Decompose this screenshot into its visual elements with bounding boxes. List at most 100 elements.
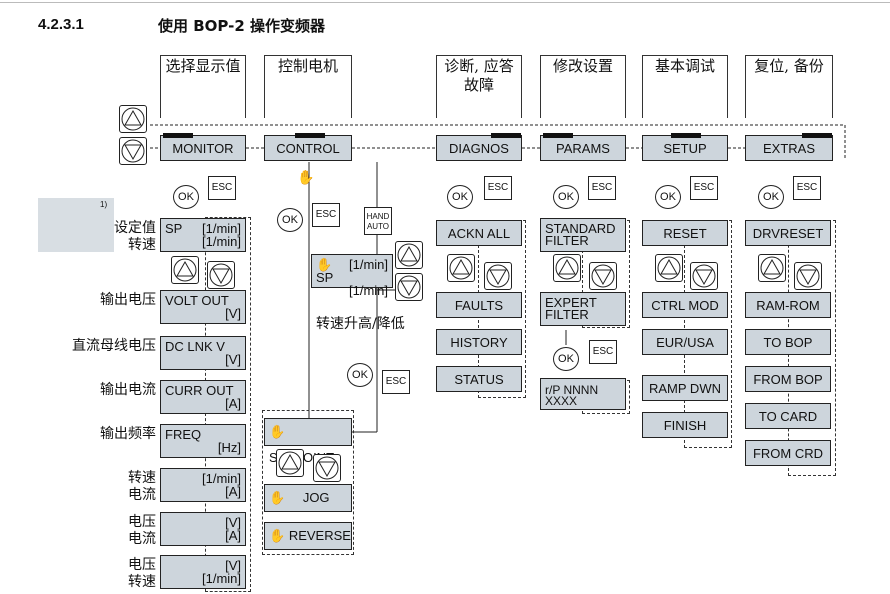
extras-item-label: TO BOP <box>763 335 813 350</box>
ok-key[interactable]: OK <box>447 185 473 209</box>
setup-item[interactable]: EUR/USA <box>642 329 728 355</box>
monitor-item[interactable]: FREQ[Hz] <box>160 424 246 458</box>
monitor-item[interactable]: [1/min][A] <box>160 468 246 502</box>
control-item-reverse[interactable]: ✋ REVERSE <box>264 522 352 550</box>
monitor-item-unit: [A] <box>225 528 241 543</box>
down-arrow-key[interactable] <box>395 273 423 301</box>
monitor-item[interactable]: [V][1/min] <box>160 555 246 589</box>
extras-item[interactable]: RAM-ROM <box>745 292 831 318</box>
diagnos-item[interactable]: FAULTS <box>436 292 522 318</box>
monitor-item-unit: [A] <box>225 396 241 411</box>
highlight-tag <box>38 198 114 252</box>
monitor-row: [A] <box>161 397 245 410</box>
monitor-row: [1/min] <box>161 472 245 485</box>
up-arrow-key[interactable] <box>276 449 304 477</box>
extras-item[interactable]: TO BOP <box>745 329 831 355</box>
up-arrow-key[interactable] <box>447 254 475 282</box>
monitor-row: [V] <box>161 307 245 320</box>
monitor-item-unit: [Hz] <box>217 440 241 455</box>
setup-item[interactable]: FINISH <box>642 412 728 438</box>
down-arrow-key[interactable] <box>207 261 235 289</box>
diagnos-item-label: FAULTS <box>454 298 504 313</box>
diagnos-item[interactable]: ACKN ALL <box>436 220 522 246</box>
setup-item[interactable]: RESET <box>642 220 728 246</box>
extras-item-label: DRVRESET <box>752 226 824 241</box>
extras-item[interactable]: FROM CRD <box>745 440 831 466</box>
down-triangle-icon <box>209 263 233 287</box>
monitor-item-unit: [V] <box>225 352 241 367</box>
params-item-label: EXPERT FILTER <box>545 295 597 322</box>
monitor-item[interactable]: CURR OUT[A] <box>160 380 246 414</box>
monitor-value-label: 输出电压 <box>100 292 156 308</box>
params-item-expert[interactable]: EXPERT FILTER <box>540 292 626 326</box>
esc-key[interactable]: ESC <box>690 176 718 200</box>
monitor-item-name: VOLT OUT <box>165 293 229 308</box>
up-triangle-icon <box>555 256 579 280</box>
ok-key[interactable]: OK <box>347 363 373 387</box>
extras-item[interactable]: DRVRESET <box>745 220 831 246</box>
up-arrow-key[interactable] <box>655 254 683 282</box>
params-item-standard[interactable]: STANDARD FILTER <box>540 218 626 252</box>
menu-diagnos[interactable]: DIAGNOS <box>436 133 522 161</box>
control-item-setpoint[interactable]: ✋ SETPOINT <box>264 418 352 465</box>
esc-key[interactable]: ESC <box>589 340 617 364</box>
section-number: 4.2.3.1 <box>38 16 84 33</box>
monitor-item[interactable]: SP[1/min][1/min] <box>160 218 246 252</box>
monitor-row: VOLT OUT <box>161 294 245 307</box>
column-head-diagnos: 诊断, 应答故障 <box>436 55 522 118</box>
hand-icon: ✋ <box>269 490 289 505</box>
down-arrow-key[interactable] <box>313 454 341 482</box>
monitor-row: [V] <box>161 516 245 529</box>
menu-extras[interactable]: EXTRAS <box>745 133 833 161</box>
setup-item[interactable]: RAMP DWN <box>642 375 728 401</box>
up-arrow-key[interactable] <box>171 256 199 284</box>
ok-key[interactable]: OK <box>655 185 681 209</box>
up-arrow-key[interactable] <box>553 254 581 282</box>
up-arrow-key[interactable] <box>758 254 786 282</box>
sp-label: SP <box>316 270 334 285</box>
diagnos-item-label: STATUS <box>454 372 504 387</box>
ok-key[interactable]: OK <box>758 185 784 209</box>
menu-label: EXTRAS <box>762 141 815 156</box>
monitor-item-unit: [1/min] <box>201 221 241 236</box>
down-arrow-key[interactable] <box>484 262 512 290</box>
monitor-item-name: DC LNK V <box>165 339 225 354</box>
esc-key[interactable]: ESC <box>484 176 512 200</box>
menu-params[interactable]: PARAMS <box>540 133 626 161</box>
menu-label: CONTROL <box>276 141 340 156</box>
esc-key[interactable]: ESC <box>312 203 340 227</box>
esc-key[interactable]: ESC <box>208 176 236 200</box>
ok-key[interactable]: OK <box>173 185 199 209</box>
up-arrow-key[interactable] <box>395 241 423 269</box>
monitor-item-name: CURR OUT <box>165 383 234 398</box>
ok-key[interactable]: OK <box>553 185 579 209</box>
monitor-row: [Hz] <box>161 441 245 454</box>
extras-item[interactable]: FROM BOP <box>745 366 831 392</box>
monitor-item[interactable]: DC LNK V[V] <box>160 336 246 370</box>
down-arrow-key[interactable] <box>794 262 822 290</box>
menu-setup[interactable]: SETUP <box>642 133 728 161</box>
up-triangle-icon <box>397 243 421 267</box>
diagnos-item-label: HISTORY <box>450 335 508 350</box>
up-arrow-key[interactable] <box>119 105 147 133</box>
down-arrow-key[interactable] <box>119 137 147 165</box>
down-arrow-key[interactable] <box>690 262 718 290</box>
monitor-item[interactable]: [V][A] <box>160 512 246 546</box>
control-item-jog[interactable]: ✋ JOG <box>264 484 352 512</box>
monitor-value-label: 直流母线电压 <box>72 338 156 354</box>
down-triangle-icon <box>796 264 820 288</box>
diagnos-item[interactable]: STATUS <box>436 366 522 392</box>
menu-monitor[interactable]: MONITOR <box>160 133 246 161</box>
setup-item[interactable]: CTRL MOD <box>642 292 728 318</box>
esc-key[interactable]: ESC <box>588 176 616 200</box>
esc-key[interactable]: ESC <box>793 176 821 200</box>
diagnos-item[interactable]: HISTORY <box>436 329 522 355</box>
down-arrow-key[interactable] <box>589 262 617 290</box>
extras-item[interactable]: TO CARD <box>745 403 831 429</box>
ok-key[interactable]: OK <box>553 347 579 371</box>
esc-key[interactable]: ESC <box>382 370 410 394</box>
hand-auto-key[interactable]: HAND AUTO <box>364 207 392 235</box>
ok-key[interactable]: OK <box>277 208 303 232</box>
menu-control[interactable]: CONTROL <box>264 133 352 161</box>
monitor-item[interactable]: VOLT OUT[V] <box>160 290 246 324</box>
